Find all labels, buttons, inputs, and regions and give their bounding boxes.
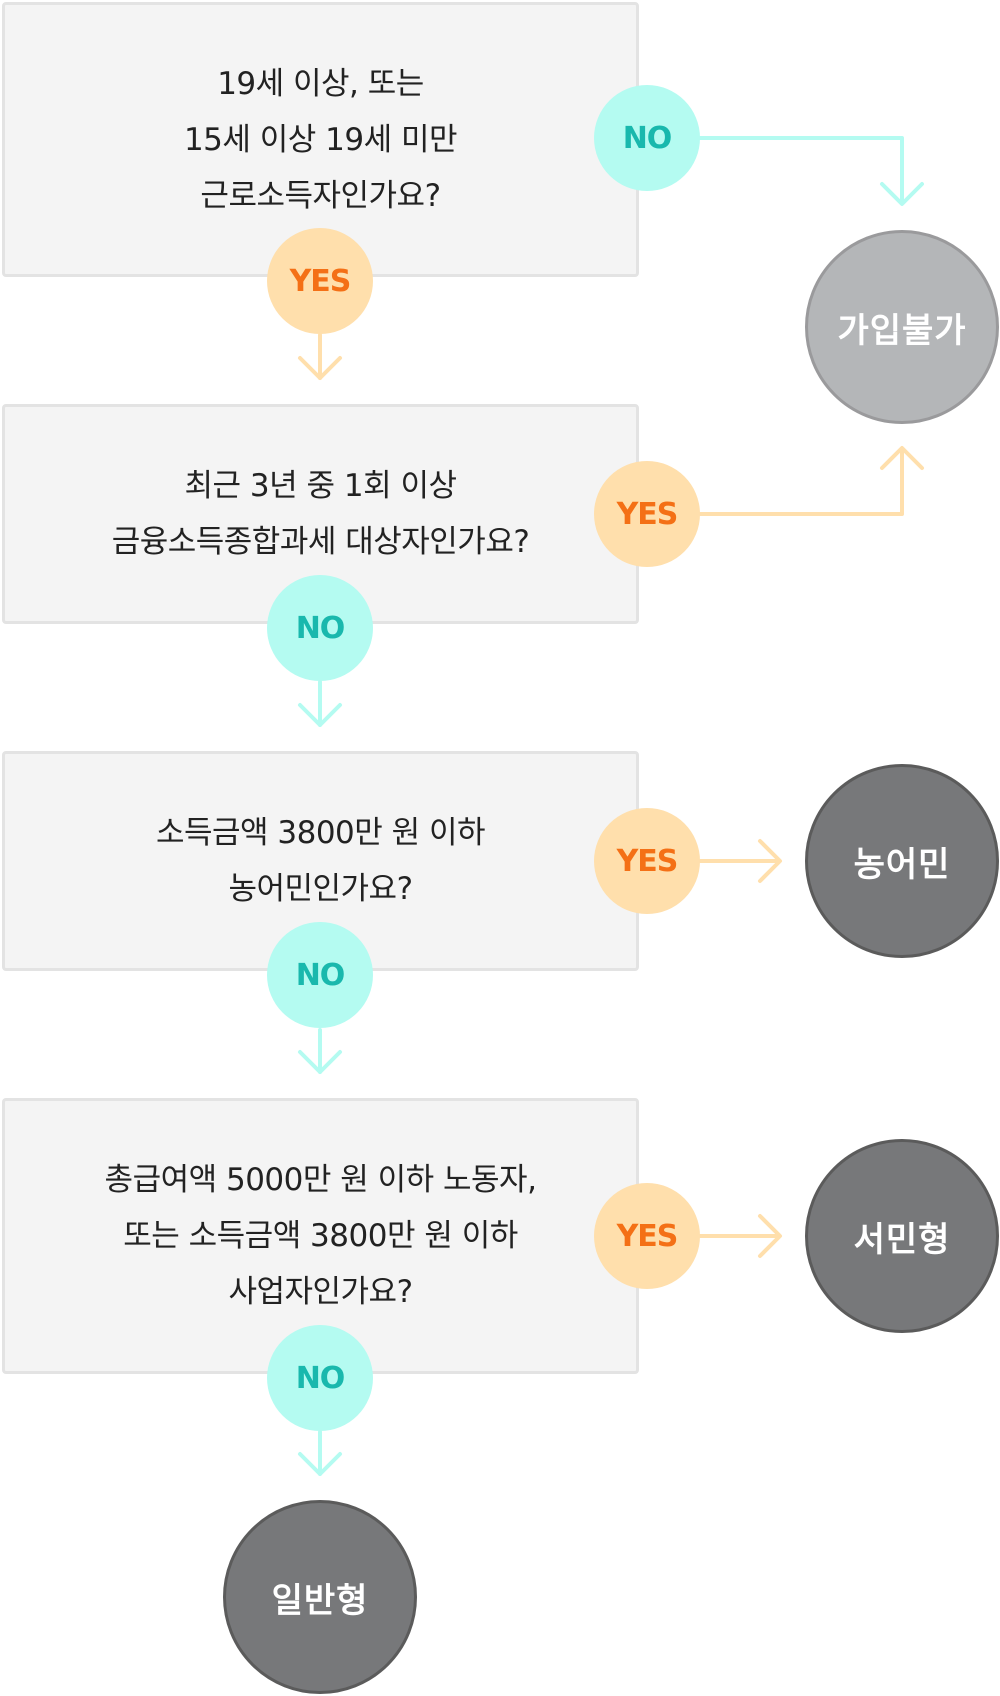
- yes-badge-q3: YES: [594, 808, 700, 914]
- no-badge-q4: NO: [267, 1325, 373, 1431]
- result-low-income: 서민형: [805, 1139, 999, 1333]
- result-general: 일반형: [223, 1500, 417, 1694]
- no-badge-q3: NO: [267, 922, 373, 1028]
- question-text-4: 총급여액 5000만 원 이하 노동자, 또는 소득금액 3800만 원 이하 …: [104, 1162, 537, 1310]
- arrow-q1-no-to-ineligible: [698, 136, 904, 204]
- arrowhead-q1-yes: [298, 356, 342, 380]
- no-badge-q2: NO: [267, 575, 373, 681]
- result-farmer: 농어민: [805, 764, 999, 958]
- question-text-2: 최근 3년 중 1회 이상 금융소득종합과세 대상자인가요?: [111, 468, 530, 560]
- yes-badge-q2: YES: [594, 461, 700, 567]
- arrowhead-q2-no: [298, 703, 342, 727]
- result-ineligible: 가입불가: [805, 230, 999, 424]
- arrowhead-q3-yes: [758, 839, 782, 883]
- question-text-1: 19세 이상, 또는 15세 이상 19세 미만 근로소득자인가요?: [183, 65, 458, 214]
- question-box-1: 19세 이상, 또는 15세 이상 19세 미만 근로소득자인가요?: [2, 2, 639, 277]
- arrow-q2-yes-to-ineligible: [698, 448, 904, 516]
- yes-badge-q1: YES: [267, 228, 373, 334]
- arrowhead-q4-no: [298, 1452, 342, 1476]
- yes-badge-q4: YES: [594, 1183, 700, 1289]
- question-text-3: 소득금액 3800만 원 이하 농어민인가요?: [155, 815, 486, 907]
- arrowhead-q4-yes: [758, 1214, 782, 1258]
- no-badge-q1: NO: [594, 85, 700, 191]
- arrowhead-q2-yes: [880, 446, 924, 470]
- arrowhead-q1-no: [880, 182, 924, 206]
- arrowhead-q3-no: [298, 1050, 342, 1074]
